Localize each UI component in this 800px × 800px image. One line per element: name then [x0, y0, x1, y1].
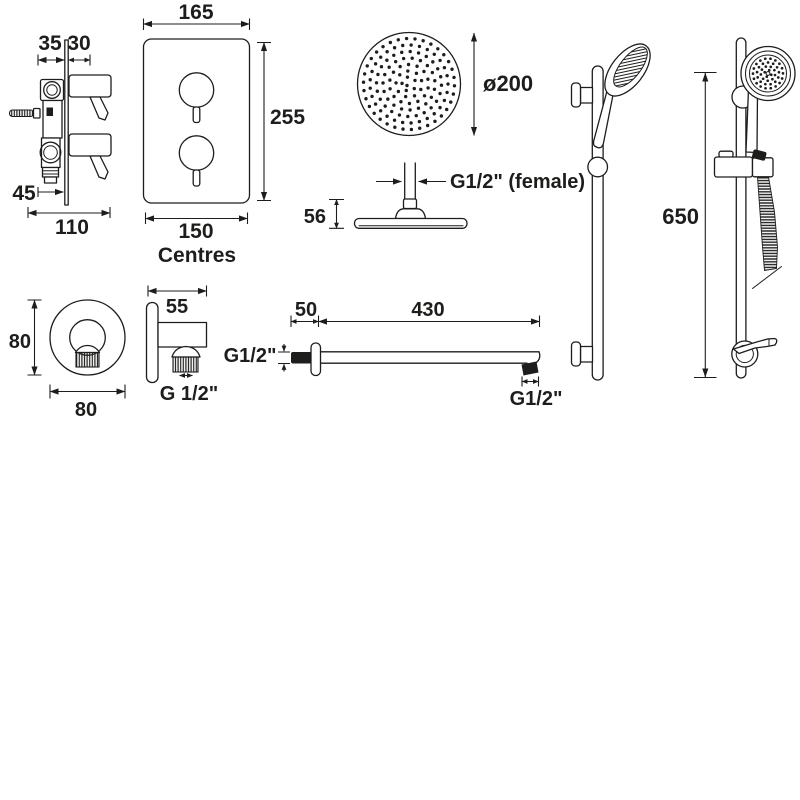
spray-hole-pattern [361, 36, 457, 132]
outlet-body [157, 321, 208, 348]
dim-label-80-width: 80 [75, 399, 97, 421]
outlet-port [39, 141, 62, 164]
dim-label-165: 165 [178, 1, 213, 24]
dim-label-50: 50 [295, 299, 317, 321]
spindle-lever [8, 109, 35, 118]
dim-label-150: 150 [178, 220, 213, 243]
shower-hose [757, 176, 778, 272]
slide-rail-front-view [713, 37, 796, 379]
wall-outlet-front-view: 80 80 [9, 299, 126, 421]
hose-nozzle [752, 149, 767, 161]
dim-label-30: 30 [67, 32, 90, 55]
handset-spray-pattern [751, 57, 785, 90]
valve-front-view: 165 255 150 Centres [142, 1, 305, 267]
supply-pipe [404, 162, 416, 200]
dim-label-35: 35 [38, 32, 62, 55]
handset-side [592, 43, 651, 149]
handset-handle-side [592, 90, 614, 149]
thread-label-arm-left: G1/2" [224, 345, 277, 367]
arm-tube [319, 351, 540, 364]
slide-rail-side-view [570, 43, 651, 381]
shower-head-face [356, 31, 462, 137]
thread-label-female: G1/2" (female) [450, 171, 585, 193]
hose-break-line [752, 266, 782, 289]
dim-label-255: 255 [270, 106, 305, 129]
dim-label-55: 55 [166, 296, 188, 318]
handset-handle-front [745, 88, 759, 154]
valve-handle-top [68, 74, 112, 121]
rail-bracket-bottom [570, 341, 594, 367]
dim-label-diameter: ø200 [483, 71, 533, 96]
head-disc-profile [353, 217, 468, 229]
handset-head-front [740, 45, 796, 102]
valve-knob-bottom [178, 135, 215, 187]
handset-slider [713, 150, 774, 178]
centres-caption: Centres [158, 244, 236, 267]
hex-nut [41, 166, 60, 178]
thread-label-outlet: G 1/2" [160, 383, 218, 405]
connector-dome [394, 208, 427, 220]
test-port [46, 107, 53, 116]
valve-body [8, 78, 65, 184]
dim-label-110: 110 [55, 216, 89, 239]
outlet-wall-flange [145, 301, 159, 384]
shower-arm-view: G1/2" 50 430 G1/2" [224, 299, 563, 410]
bracket-hook [732, 337, 778, 355]
valve-wall-plate [64, 39, 69, 206]
connector-nut [402, 198, 418, 210]
arm-wall-thread [291, 352, 312, 364]
valve-handle-bottom [68, 133, 112, 180]
valve-knob-top [178, 72, 215, 124]
outlet-thread [75, 351, 100, 368]
inlet-port [43, 81, 61, 99]
dim-label-430: 430 [411, 299, 444, 321]
arm-outlet-thread [521, 361, 539, 376]
valve-side-view: 35 30 45 110 [8, 32, 112, 239]
dim-label-45: 45 [12, 182, 36, 205]
overhead-shower-plan-view: ø200 [356, 31, 533, 137]
rail-bar-front [735, 37, 747, 379]
handset-face-hatch [613, 46, 648, 88]
rail-adjuster-knob [587, 156, 609, 178]
rail-height-dimension: 650 [662, 71, 717, 379]
dim-label-650: 650 [662, 204, 699, 229]
rail-bottom-bracket [731, 337, 778, 368]
dim-label-80-height: 80 [9, 331, 31, 353]
wall-outlet-side-view: 55 G 1/2" [145, 285, 218, 405]
thread-label-arm-right: G1/2" [510, 388, 563, 410]
arm-flange [310, 342, 322, 377]
outlet-thread-side [172, 356, 199, 373]
overhead-shower-side-view: G1/2" (female) 56 [304, 162, 585, 229]
dim-label-56: 56 [304, 206, 326, 228]
rail-bracket-top [570, 82, 594, 108]
